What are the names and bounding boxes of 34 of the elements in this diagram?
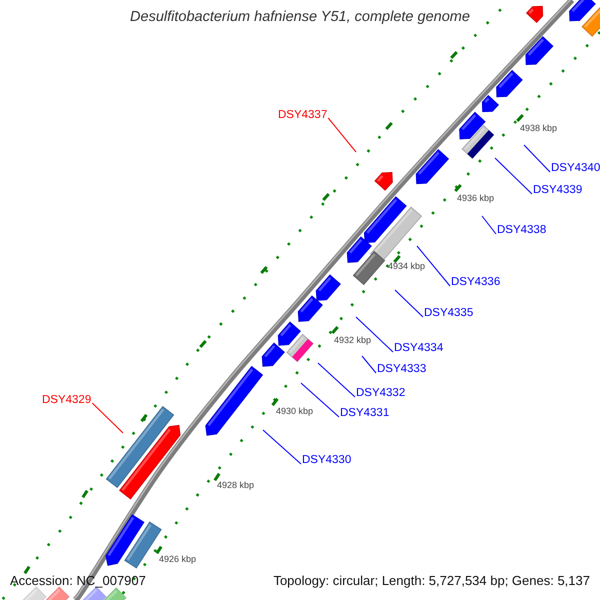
leader-line [300,382,340,418]
gene-label: DSY4340 [551,161,600,175]
leader-line [524,144,550,172]
scale-label: 4934 kbp [388,262,426,272]
leader-line [482,216,496,234]
title: Desulfitobacterium hafniense Y51, complete genome [129,9,471,25]
leader-line [318,362,356,398]
scale-label: 4926 kbp [159,555,196,565]
gene-label: DSY4334 [394,341,444,355]
gene-label: DSY4338 [497,223,546,237]
leader-line [262,430,302,464]
scale-label: 4936 kbp [457,194,494,204]
genome-info-text: Topology: circular; Length: 5,727,534 bp; Genes: 5,137 [273,574,590,588]
gene-label: DSY4332 [356,386,406,400]
gene-label: DSY4329 [42,393,92,407]
leader-line [394,290,424,318]
gene-label: DSY4330 [302,453,352,467]
leader-line [92,402,124,434]
scale-label: 4930 kbp [276,407,314,417]
leader-line [356,316,394,352]
gene-label: DSY4335 [424,306,474,320]
scale-label: 4928 kbp [217,481,254,491]
leader-line [328,118,356,152]
leader-line [362,356,376,374]
gene-label: DSY4339 [533,183,582,197]
gene-label: DSY4336 [451,275,500,289]
gene-label: DSY4331 [340,406,390,420]
accession-text: Accession: NC_007907 [10,574,146,588]
scale-label: 4932 kbp [334,336,372,346]
leader-line [494,158,532,194]
leader-line [416,246,450,286]
scale-label: 4938 kbp [520,124,558,134]
gene-label: DSY4337 [278,108,328,122]
gene-label: DSY4333 [377,362,426,376]
